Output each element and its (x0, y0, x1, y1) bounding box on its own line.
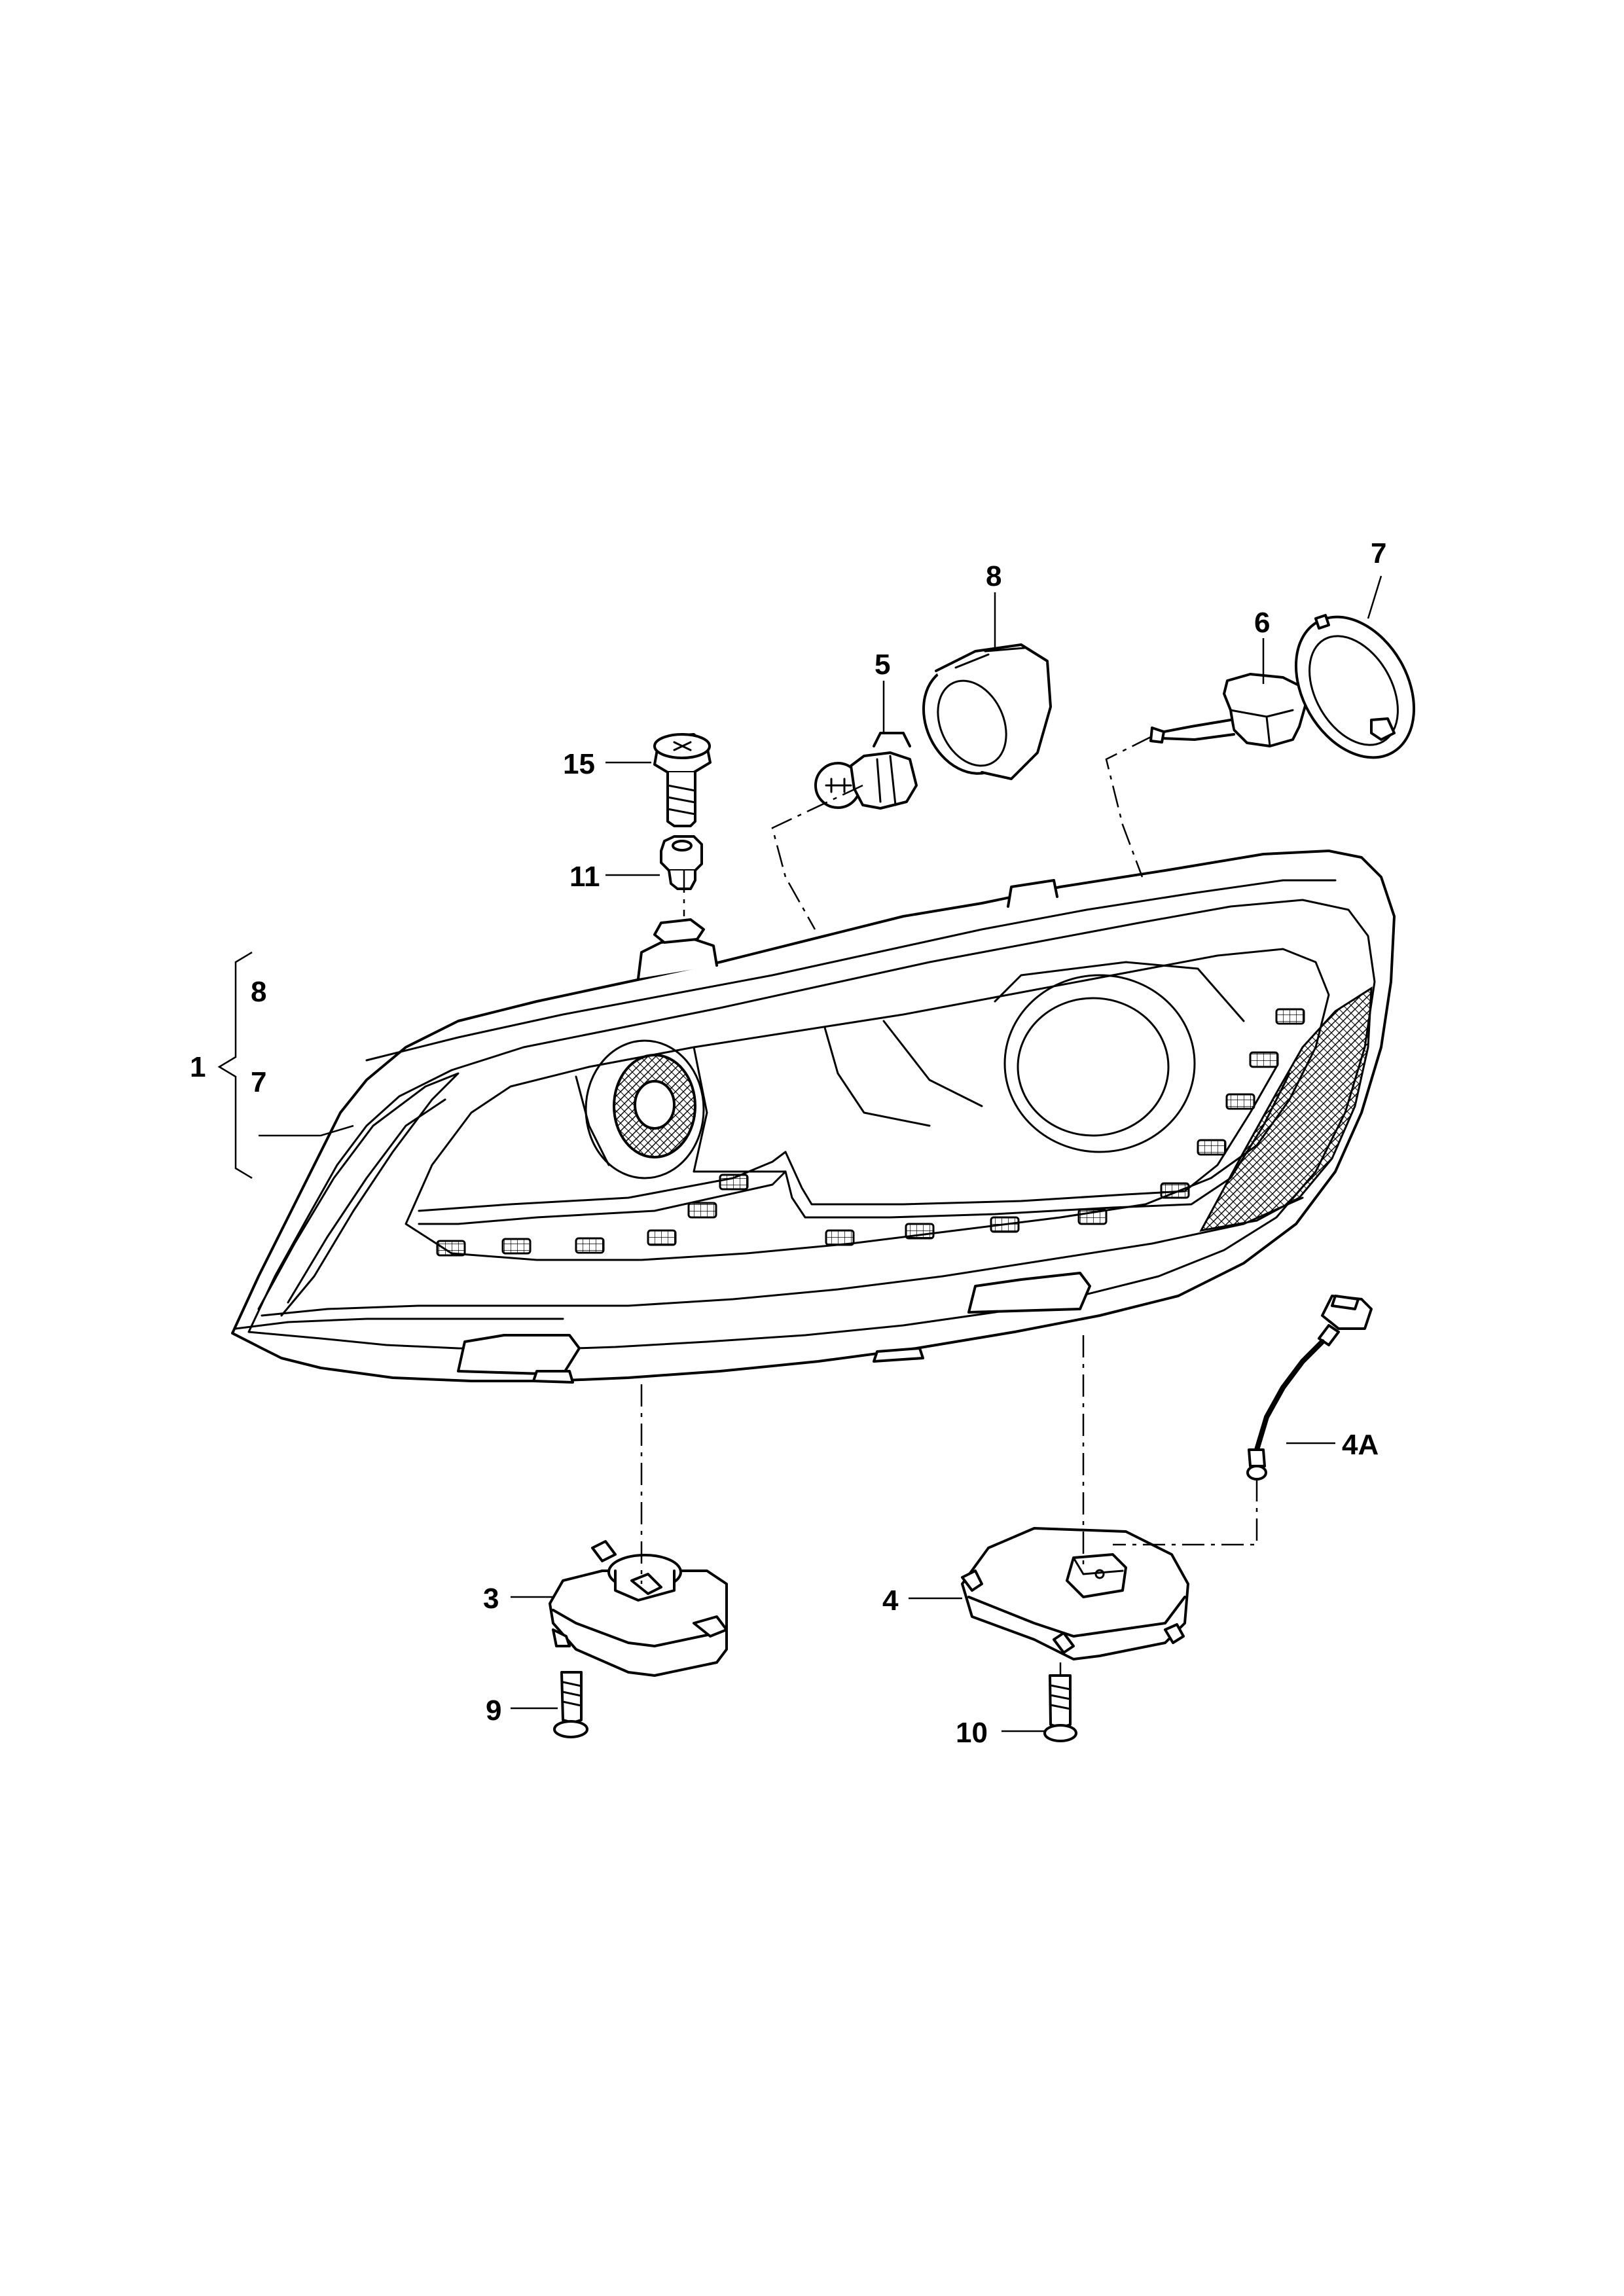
led-segment (1197, 1139, 1227, 1156)
callout-labels: 1 8 7 15 11 5 8 6 7 3 4 4A 9 10 (190, 537, 1386, 1749)
control-unit-3 (549, 1540, 728, 1677)
screw-10 (1043, 1674, 1077, 1742)
led-segment (687, 1202, 717, 1219)
led-segment (1225, 1093, 1255, 1110)
cap-8 (922, 643, 1052, 780)
callout-4: 4 (882, 1585, 899, 1617)
callout-8: 8 (986, 560, 1001, 592)
callout-11: 11 (569, 861, 600, 893)
led-strip (436, 1008, 1305, 1257)
led-segment (825, 1229, 855, 1246)
screw-9 (553, 1671, 588, 1738)
screw-15 (653, 733, 712, 827)
led-segment (719, 1174, 749, 1191)
led-segment (436, 1240, 466, 1257)
led-segment (905, 1223, 935, 1240)
xenon-bulb-6 (1149, 673, 1307, 747)
assembly-center-lines (640, 735, 1258, 1676)
callout-9: 9 (486, 1695, 501, 1727)
callout-1: 1 (190, 1051, 206, 1083)
led-segment (575, 1237, 605, 1254)
callout-1-lower: 7 (251, 1066, 266, 1098)
callout-5: 5 (875, 649, 890, 681)
wiring-harness-4a (1246, 1295, 1373, 1480)
led-segment (1249, 1051, 1279, 1068)
callout-15: 15 (563, 748, 595, 780)
led-segment (1275, 1008, 1305, 1025)
callout-4a: 4A (1342, 1429, 1379, 1461)
callout-6: 6 (1254, 607, 1270, 639)
led-segment (1077, 1208, 1108, 1225)
cover-ring-7 (1294, 614, 1416, 759)
headlight-housing (231, 850, 1396, 1384)
led-segment (647, 1229, 677, 1246)
led-segment (990, 1216, 1020, 1233)
led-segment (1160, 1182, 1190, 1199)
callout-1-upper: 8 (251, 976, 266, 1008)
control-unit-4 (961, 1527, 1189, 1660)
callout-10: 10 (956, 1717, 988, 1749)
leader-lines (217, 575, 1382, 1732)
bulb-5 (814, 732, 918, 810)
callout-7: 7 (1371, 537, 1386, 569)
nut-11 (660, 835, 703, 890)
callout-3: 3 (483, 1583, 499, 1615)
led-segment (501, 1238, 532, 1255)
